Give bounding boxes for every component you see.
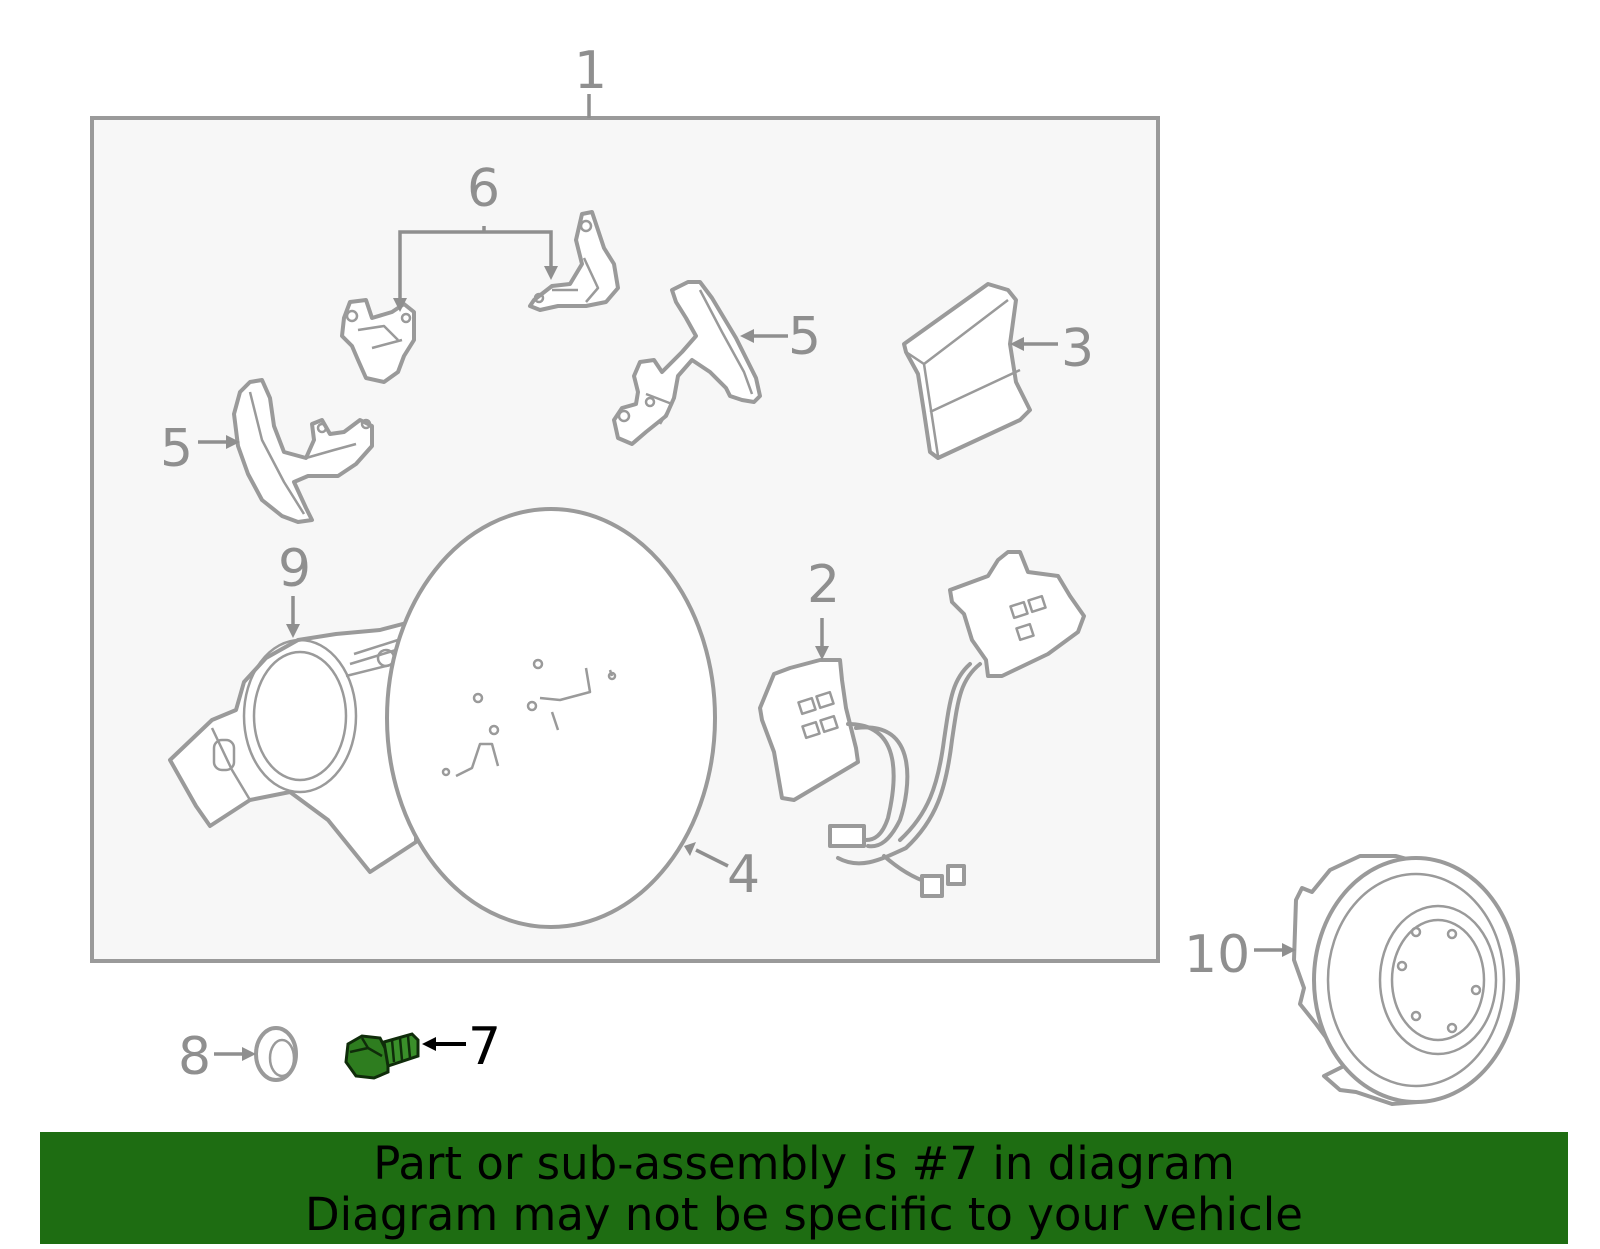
- info-banner: Part or sub-assembly is #7 in diagram Di…: [40, 1132, 1568, 1244]
- part-5-right-paddle: [612, 280, 762, 446]
- part-6-brackets: [340, 210, 620, 384]
- callout-4: 4: [727, 845, 760, 905]
- callout-10: 10: [1184, 925, 1250, 985]
- callout-7: 7: [468, 1017, 501, 1077]
- part-7-bolt: [344, 1032, 420, 1080]
- part-5-left-paddle: [232, 378, 374, 524]
- callout-6: 6: [467, 159, 500, 219]
- banner-line-1: Part or sub-assembly is #7 in diagram: [373, 1137, 1235, 1190]
- callout-1: 1: [574, 41, 607, 101]
- callout-5-left: 5: [160, 419, 193, 479]
- callout-5-right: 5: [788, 307, 821, 367]
- part-4-airbag: [385, 507, 717, 929]
- part-2-switches: [758, 550, 1086, 898]
- callout-8: 8: [178, 1027, 211, 1087]
- banner-line-2: Diagram may not be specific to your vehi…: [305, 1188, 1303, 1241]
- callout-2: 2: [807, 555, 840, 615]
- part-3-cover: [902, 282, 1032, 460]
- part-10-steering-wheel: [1292, 854, 1520, 1106]
- part-8-grommet: [254, 1026, 298, 1082]
- callout-3: 3: [1061, 319, 1094, 379]
- callout-9: 9: [278, 539, 311, 599]
